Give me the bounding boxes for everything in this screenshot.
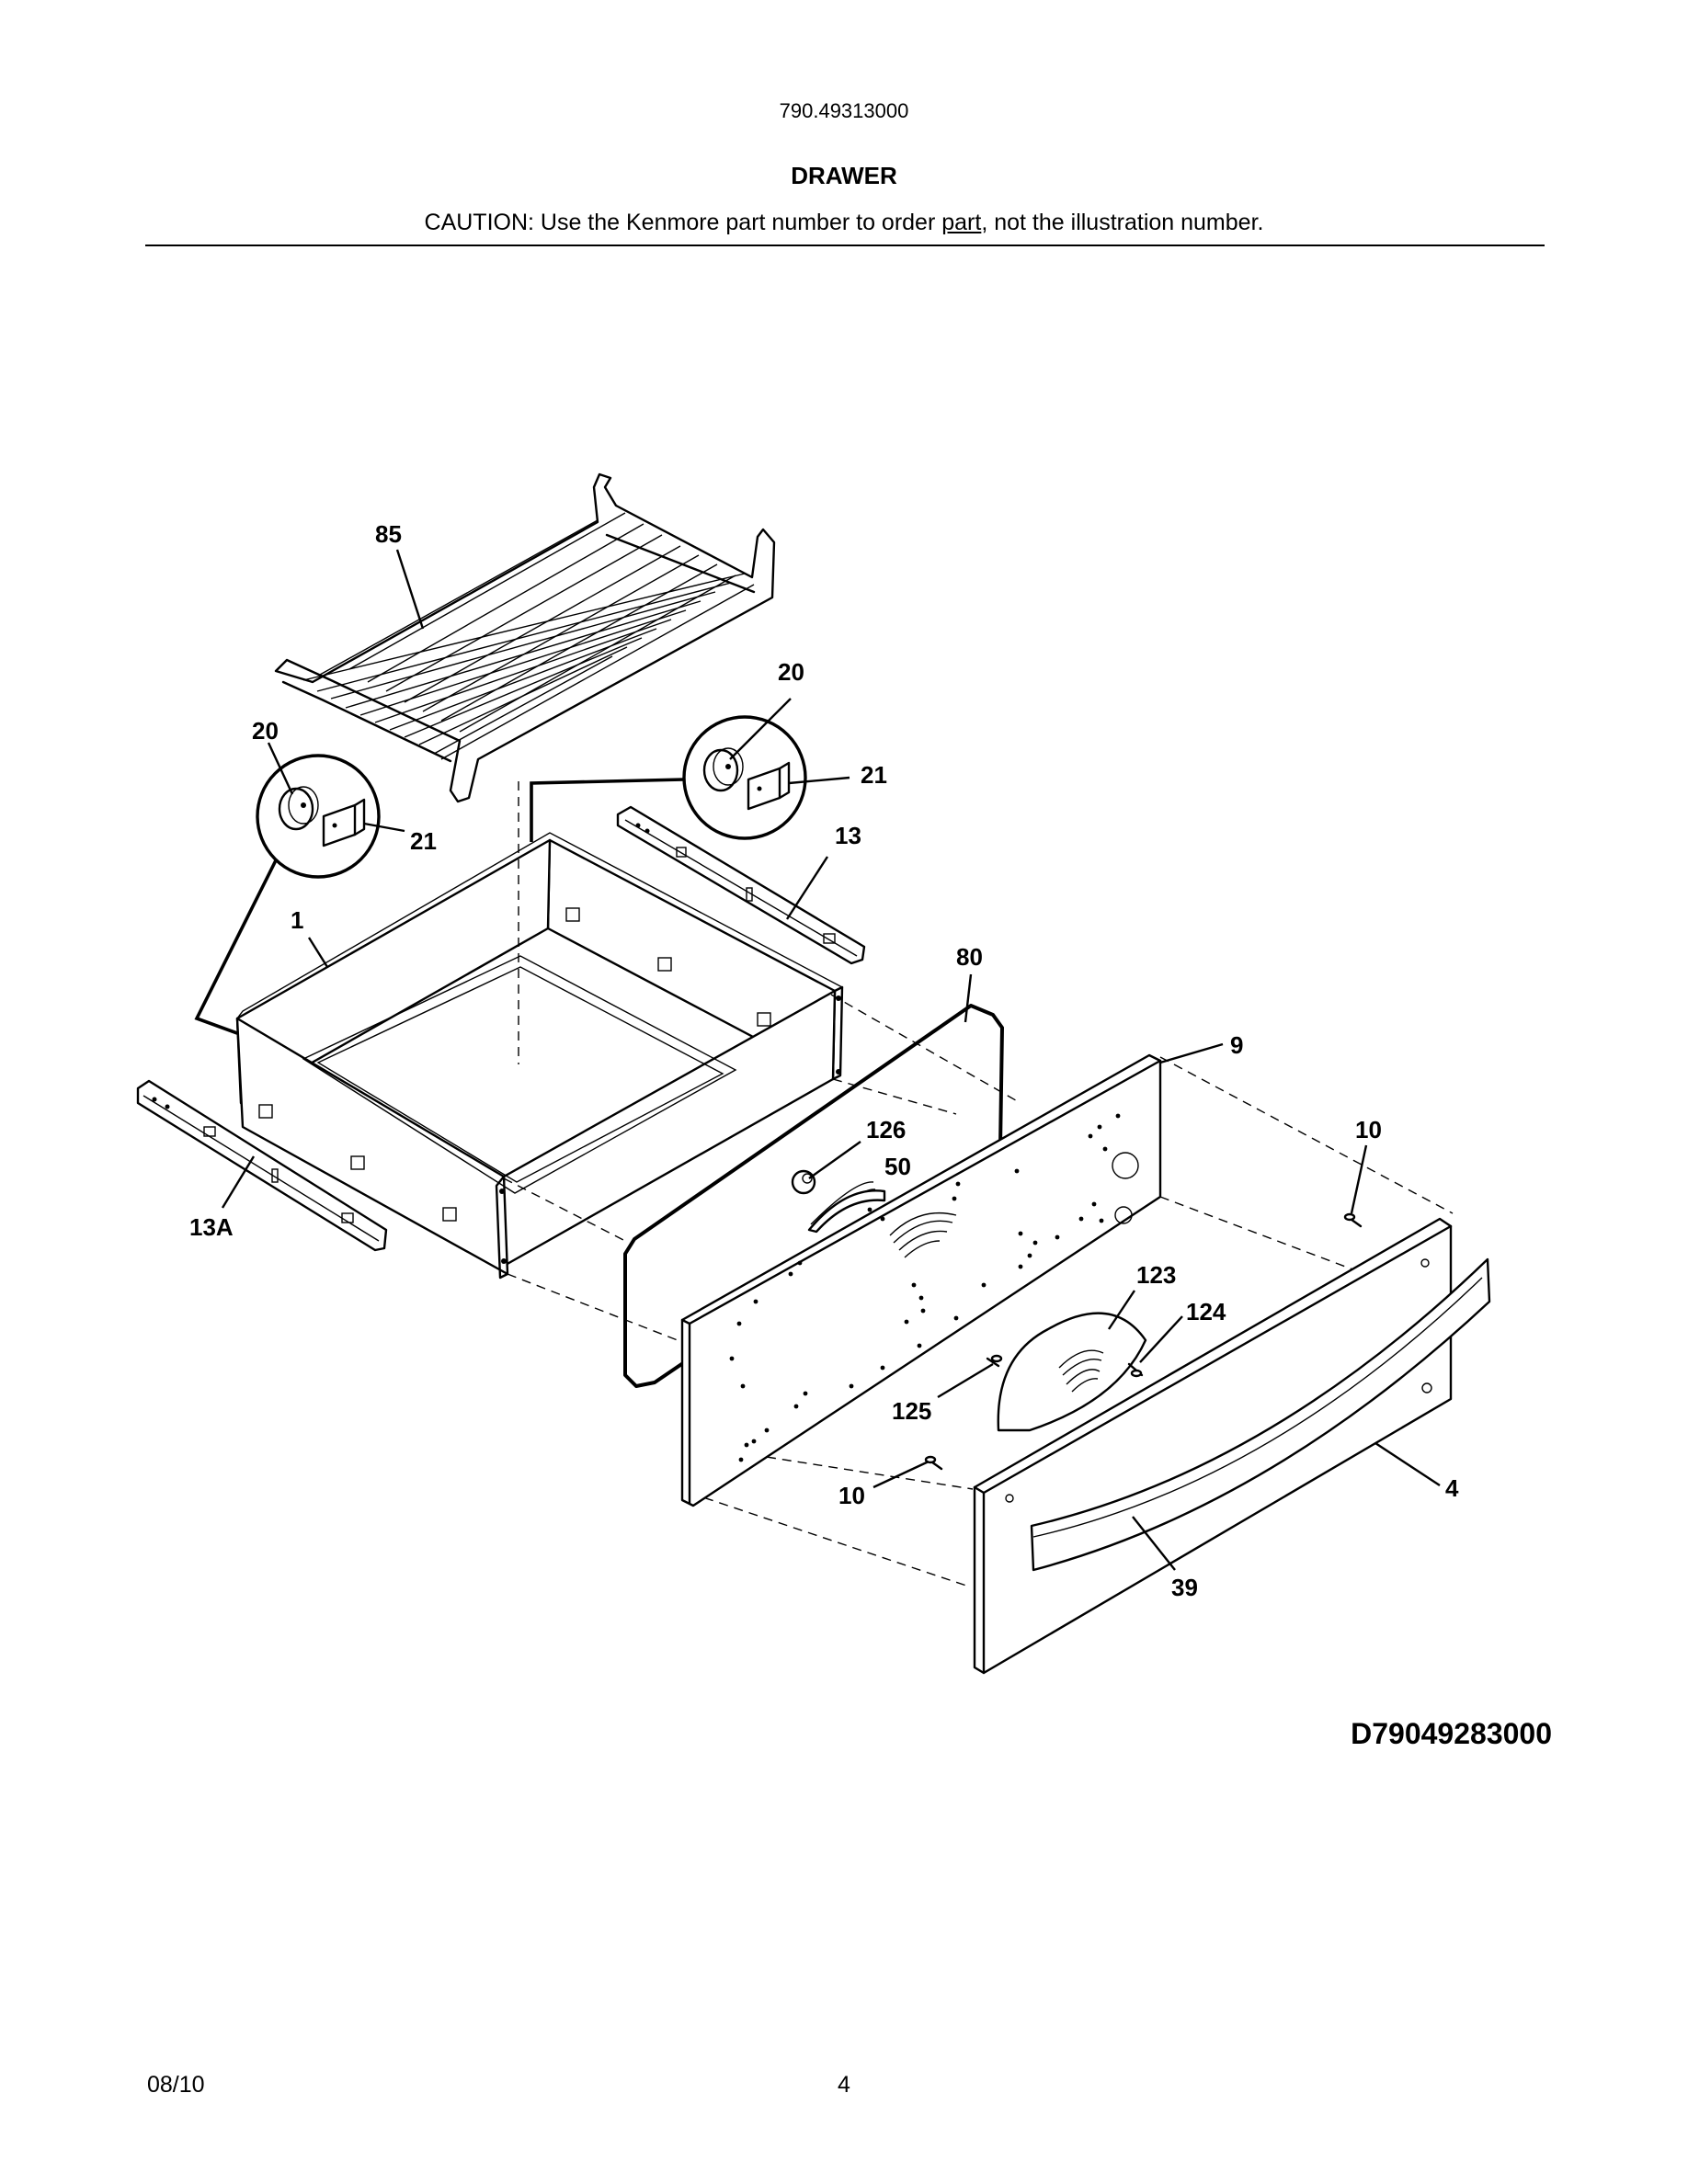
gasket-80-part — [623, 1004, 1004, 1388]
callout-50: 50 — [884, 1153, 911, 1180]
right-zoom-circle — [682, 715, 807, 840]
callout-80: 80 — [956, 943, 983, 971]
footer-date: 08/10 — [147, 2072, 205, 2098]
slide-13A-part — [136, 1079, 388, 1252]
section-title: DRAWER — [791, 162, 897, 189]
callout-20-left: 20 — [252, 717, 279, 745]
caution-suffix: , not the illustration number. — [981, 210, 1264, 235]
callout-85: 85 — [375, 520, 402, 548]
screw-125-part — [986, 1354, 1003, 1368]
left-circle-connector — [194, 859, 278, 1035]
caution-note: CAUTION: Use the Kenmore part number to … — [0, 210, 1688, 236]
outer-panel-4-part — [973, 1217, 1453, 1675]
slide-13-part — [616, 805, 866, 965]
knob-126-part — [791, 1169, 816, 1195]
header-divider — [145, 245, 1545, 246]
caution-prefix: CAUTION: Use the Kenmore part number to … — [424, 210, 942, 235]
caution-underlined-word: part — [941, 210, 982, 235]
callout-123: 123 — [1136, 1261, 1176, 1289]
badge-123-part — [997, 1312, 1147, 1432]
callout-10-bottom: 10 — [838, 1482, 865, 1509]
callout-39: 39 — [1171, 1574, 1198, 1601]
callout-21-left: 21 — [410, 827, 437, 855]
callout-labels: 85 20 20 21 21 13 1 13A 80 9 126 50 10 1… — [189, 520, 1459, 1601]
callout-10-top: 10 — [1355, 1116, 1382, 1143]
handle-39-part — [1030, 1257, 1491, 1572]
right-circle-connector — [530, 778, 685, 842]
model-number: 790.49313000 — [779, 99, 909, 122]
screw-124-part — [1127, 1362, 1144, 1378]
callout-125: 125 — [892, 1397, 931, 1425]
left-zoom-circle — [256, 754, 381, 879]
diagram-code: D79049283000 — [1351, 1717, 1552, 1750]
page-number: 4 — [838, 2072, 850, 2098]
inner-panel-9-part — [680, 1053, 1162, 1507]
callout-13: 13 — [835, 822, 861, 849]
callout-20-right: 20 — [778, 658, 804, 686]
callout-9: 9 — [1230, 1031, 1243, 1059]
rack-part — [274, 472, 776, 803]
callout-124: 124 — [1186, 1298, 1226, 1325]
callout-leaders — [221, 549, 1441, 1571]
screw-10-top-part — [1343, 1212, 1363, 1228]
drawer-body-part — [235, 832, 844, 1280]
callout-13A: 13A — [189, 1213, 234, 1241]
callout-4: 4 — [1445, 1474, 1459, 1502]
callout-21-right: 21 — [861, 761, 887, 789]
callout-1: 1 — [291, 906, 303, 934]
clip-50-part — [807, 1189, 886, 1234]
callout-126: 126 — [866, 1116, 906, 1143]
